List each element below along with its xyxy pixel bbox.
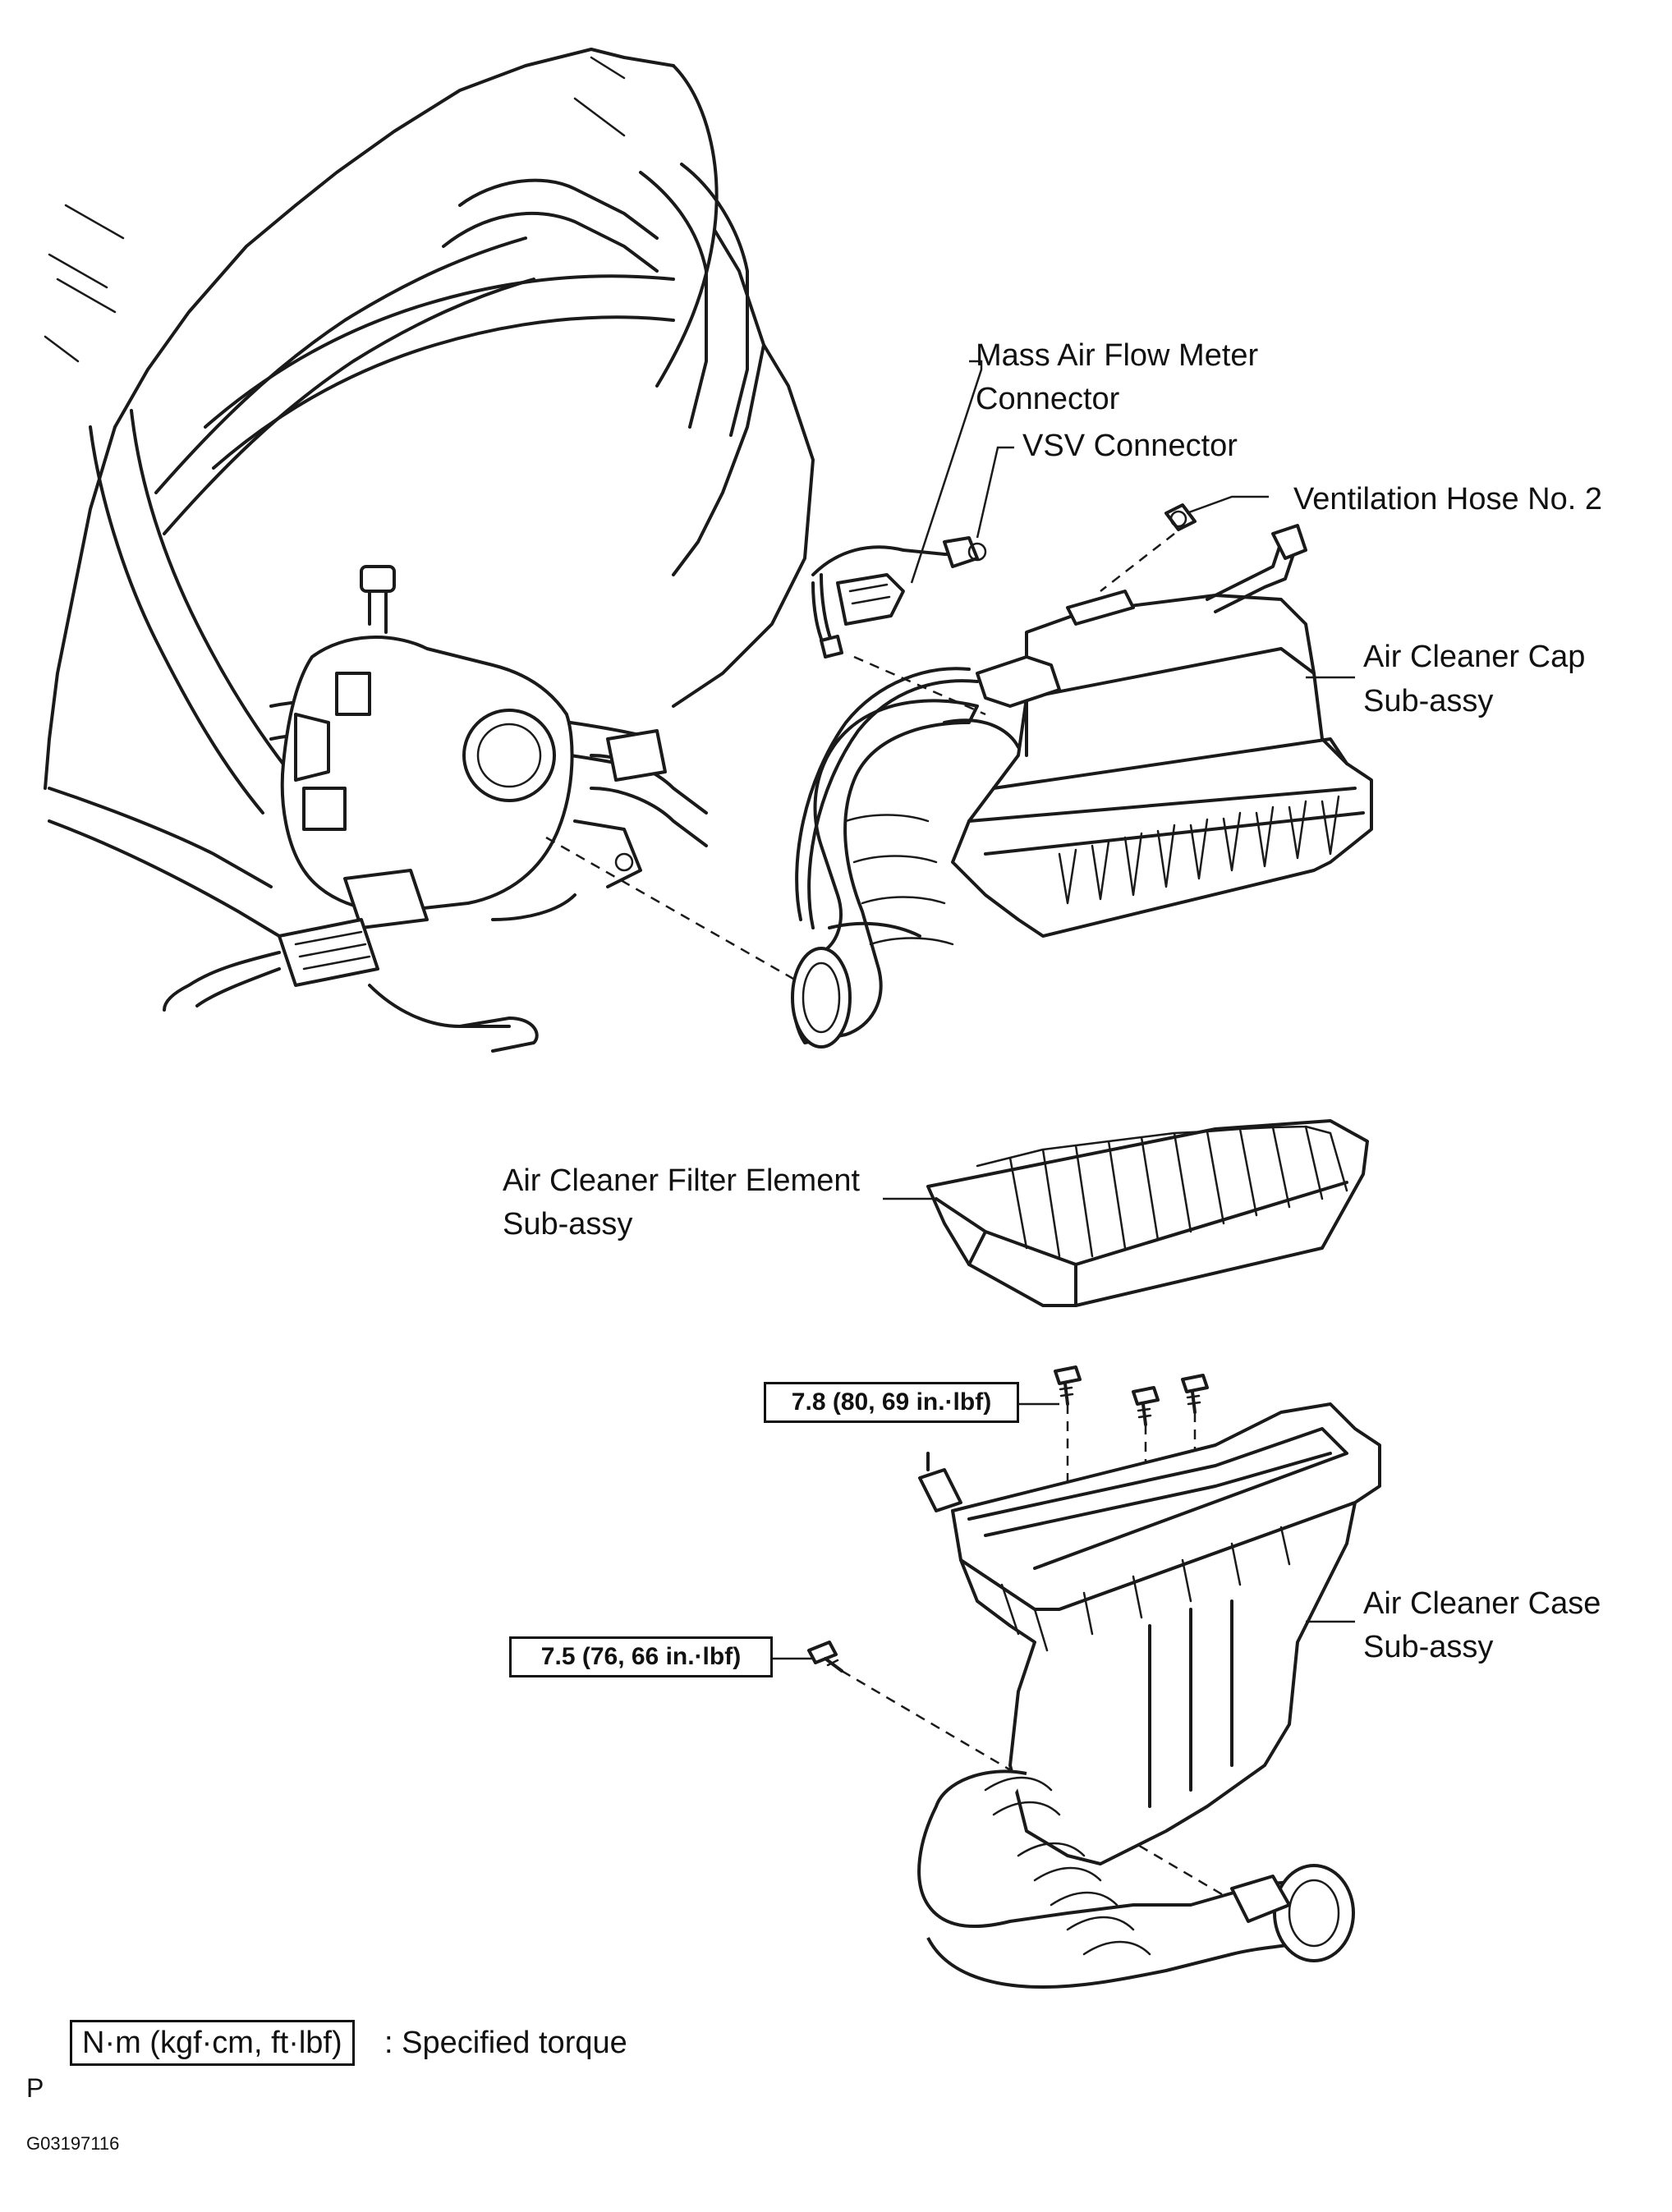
callout-leaders bbox=[772, 360, 1355, 1660]
tb-alignment-line bbox=[545, 836, 806, 987]
cap-sub-assy-label-line1: Air Cleaner Cap bbox=[1363, 640, 1586, 674]
bolt-4 bbox=[807, 1641, 843, 1673]
air-cleaner-case-drawing bbox=[917, 1402, 1381, 1989]
bolt-1 bbox=[1181, 1374, 1209, 1414]
case-sub-assy-label-line2: Sub-assy bbox=[1363, 1630, 1494, 1664]
cap-sub-assy-label-line2: Sub-assy bbox=[1363, 684, 1494, 718]
cap-alignment-line-1 bbox=[853, 655, 986, 716]
filter-element-label-line2: Sub-assy bbox=[503, 1207, 633, 1241]
torque-spec-side-bolt: 7.5 (76, 66 in.·lbf) bbox=[509, 1636, 773, 1677]
ventilation-hose-label: Ventilation Hose No. 2 bbox=[1293, 482, 1603, 516]
bolt-2 bbox=[1132, 1386, 1160, 1426]
bolt-3 bbox=[1054, 1365, 1082, 1406]
torque-legend-description: : Specified torque bbox=[384, 2026, 627, 2060]
intake-hose-drawing bbox=[791, 667, 1020, 1049]
vsv-connector-label: VSV Connector bbox=[1022, 429, 1238, 463]
cap-alignment-line-2 bbox=[1100, 533, 1175, 592]
maf-connector-label-line1: Mass Air Flow Meter bbox=[976, 338, 1259, 373]
case-sub-assy-label-line1: Air Cleaner Case bbox=[1363, 1586, 1601, 1621]
filter-element-label-line1: Air Cleaner Filter Element bbox=[503, 1163, 861, 1198]
connector-harness-drawing bbox=[811, 503, 1197, 659]
torque-spec-upper-bolts: 7.8 (80, 69 in.·lbf) bbox=[764, 1382, 1019, 1423]
air-filter-element-drawing bbox=[926, 1119, 1369, 1307]
figure-id: G03197116 bbox=[26, 2133, 120, 2154]
bolt-set-drawing bbox=[807, 1365, 1209, 1673]
maf-connector-label-line2: Connector bbox=[976, 382, 1120, 416]
air-cleaner-cap-drawing bbox=[951, 524, 1373, 938]
torque-unit-legend-box: N·m (kgf·cm, ft·lbf) bbox=[70, 2020, 355, 2066]
page-mark: P bbox=[26, 2073, 44, 2103]
engine-assembly-drawing bbox=[44, 48, 815, 1053]
